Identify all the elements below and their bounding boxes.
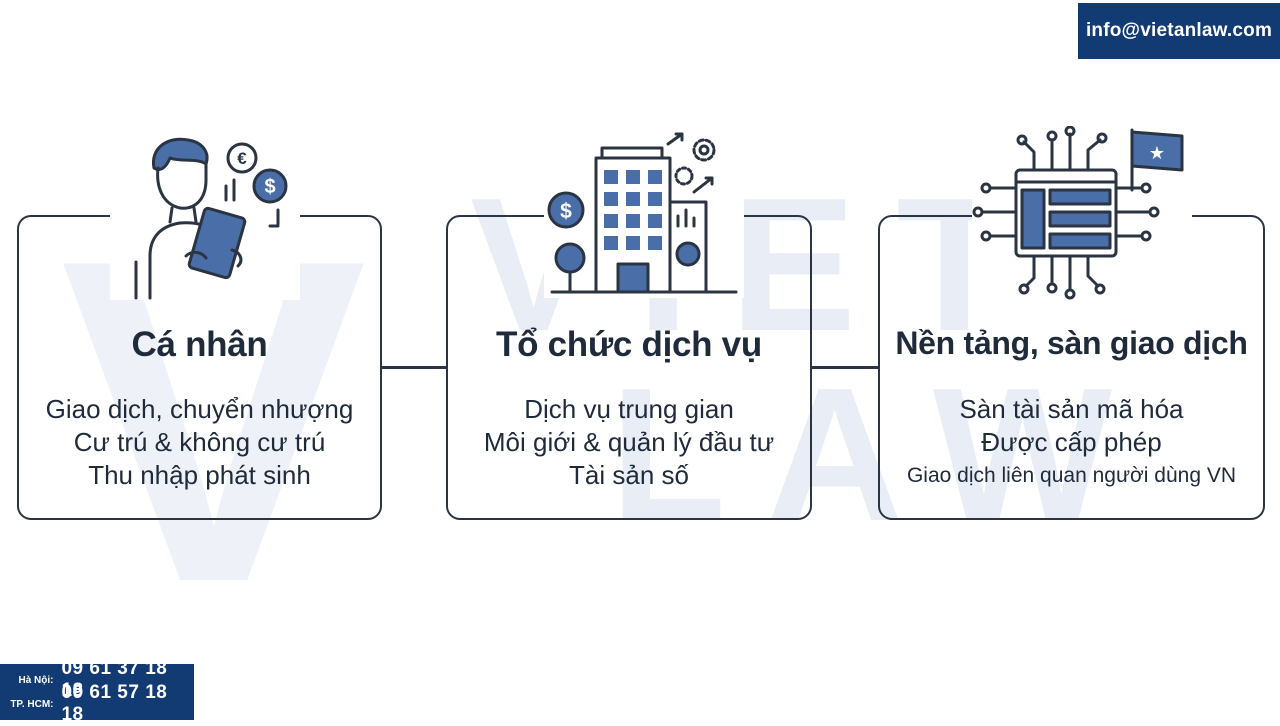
card-lines: Dịch vụ trung gian Môi giới & quản lý đầ… xyxy=(448,393,810,492)
dollar-glyph: $ xyxy=(560,200,572,223)
phone-badge: Hà Nội: 09 61 37 18 18 TP. HCM: 09 61 57… xyxy=(0,658,194,725)
card-line: Sàn tài sản mã hóa xyxy=(959,394,1184,424)
card-lines: Sàn tài sản mã hóa Được cấp phép Giao dị… xyxy=(880,393,1263,492)
dollar-coin-icon xyxy=(547,191,585,229)
phone-number: 09 61 57 18 18 xyxy=(61,682,168,725)
euro-glyph: € xyxy=(237,149,247,168)
card-title: Nền tảng, sàn giao dịch xyxy=(895,325,1248,361)
connector-1-2 xyxy=(380,366,448,369)
card-individual: Cá nhân Giao dịch, chuyển nhượng Cư trú … xyxy=(17,215,382,520)
person-tablet-icon: € $ xyxy=(110,128,300,300)
card-line: Thu nhập phát sinh xyxy=(88,460,311,490)
euro-coin-icon xyxy=(226,142,258,174)
card-service-organization: Tổ chức dịch vụ Dịch vụ trung gian Môi g… xyxy=(446,215,812,520)
card-line: Tài sản số xyxy=(569,460,689,490)
dollar-glyph: $ xyxy=(264,176,275,198)
card-line: Giao dịch liên quan người dùng VN xyxy=(906,464,1237,487)
card-line: Môi giới & quản lý đầu tư xyxy=(483,427,775,457)
phone-row-hanoi[interactable]: Hà Nội: 09 61 37 18 18 xyxy=(0,658,194,701)
card-line: Giao dịch, chuyển nhượng xyxy=(45,394,354,424)
city-label: Hà Nội: xyxy=(18,674,54,686)
email-badge[interactable]: info@vietanlaw.com xyxy=(1078,3,1280,59)
card-title: Tổ chức dịch vụ xyxy=(496,325,762,364)
phone-row-hcm[interactable]: TP. HCM: 09 61 57 18 18 xyxy=(0,682,194,725)
phone-number: 09 61 37 18 18 xyxy=(61,658,168,701)
card-line: Dịch vụ trung gian xyxy=(524,394,734,424)
card-line: Được cấp phép xyxy=(981,427,1162,457)
circuit-platform-flag-icon: ★ xyxy=(972,126,1192,302)
card-line: Cư trú & không cư trú xyxy=(73,427,326,457)
card-platform-exchange: Nền tảng, sàn giao dịch Sàn tài sản mã h… xyxy=(878,215,1265,520)
card-lines: Giao dịch, chuyển nhượng Cư trú & không … xyxy=(19,393,380,492)
flag-star-glyph: ★ xyxy=(1149,143,1165,164)
connector-2-3 xyxy=(810,366,880,369)
card-title: Cá nhân xyxy=(131,325,268,364)
office-building-icon: $ xyxy=(544,130,744,298)
email-text: info@vietanlaw.com xyxy=(1085,20,1273,41)
dollar-coin-icon xyxy=(252,168,288,204)
city-label: TP. HCM: xyxy=(10,698,54,710)
